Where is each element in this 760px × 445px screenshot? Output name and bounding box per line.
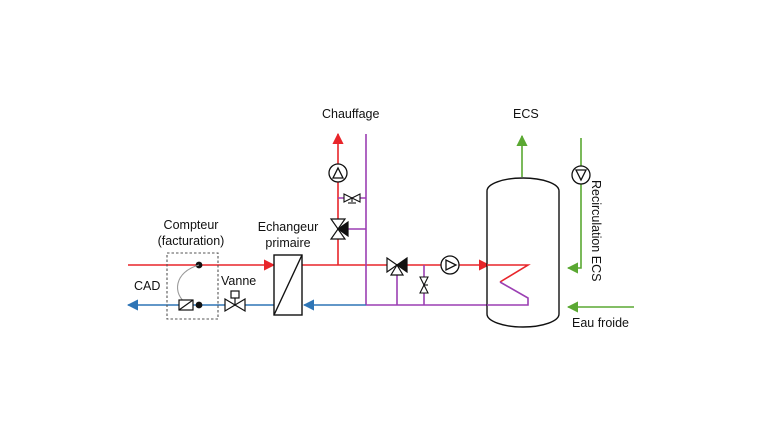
label-primaire: primaire: [265, 236, 311, 250]
storage-tank: [486, 177, 560, 328]
label-ecs: ECS: [513, 107, 539, 121]
balancing-valve-heating: [343, 193, 361, 204]
label-vanne: Vanne: [221, 274, 257, 288]
label-compteur: Compteur: [163, 218, 219, 232]
label-chauffage: Chauffage: [322, 107, 380, 121]
recirculation-pump: [571, 165, 591, 185]
label-echangeur: Echangeur: [257, 220, 319, 234]
label-recirculation: Recirculation ECS: [589, 180, 603, 282]
energy-meter: [166, 252, 219, 320]
three-way-valve-ecs: [386, 256, 408, 276]
label-cad: CAD: [134, 279, 161, 293]
tank-heating-coil-supply: [487, 264, 531, 283]
ecs-primary-pump: [440, 255, 460, 275]
label-eau-froide: Eau froide: [572, 316, 629, 330]
label-facturation: (facturation): [157, 234, 225, 248]
control-valve: [224, 290, 246, 313]
tank-heating-coil-return: [487, 281, 529, 306]
primary-heat-exchanger: [273, 254, 303, 316]
heating-pump: [328, 163, 348, 183]
balancing-valve-ecs: [419, 276, 429, 294]
three-way-valve-heating: [329, 218, 349, 240]
